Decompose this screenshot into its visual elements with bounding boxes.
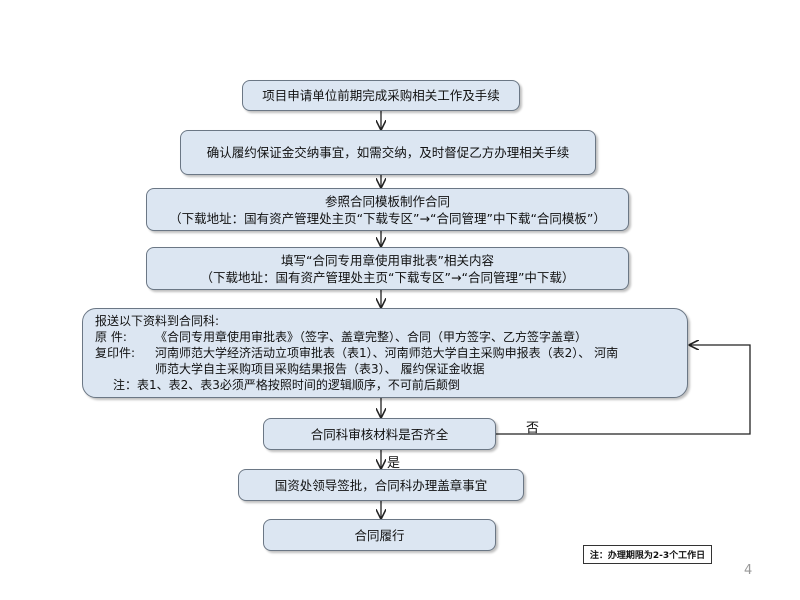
step-text: 项目申请单位前期完成采购相关工作及手续	[262, 88, 500, 103]
loop-back-arrow	[496, 345, 751, 435]
copy-text-2: 师范大学自主采购项目采购结果报告（表3）、 履约保证金收据	[155, 362, 485, 376]
step-8-perform: 合同履行	[263, 519, 496, 551]
step-subtext: （下载地址：国有资产管理处主页“下载专区”→“合同管理”中下载）	[200, 269, 575, 285]
copy-label: 复印件:	[95, 346, 136, 360]
step-2: 确认履约保证金交纳事宜，如需交纳，及时督促乙方办理相关手续	[180, 130, 596, 175]
step-text: 参照合同模板制作合同	[324, 193, 450, 209]
yes-label: 是	[387, 456, 401, 471]
order-note: 注：表1、表2、表3必须严格按照时间的逻辑顺序，不可前后颠倒	[113, 378, 460, 392]
step-text: 合同履行	[354, 527, 405, 543]
no-label: 否	[526, 421, 540, 436]
submit-title: 报送以下资料到合同科:	[95, 314, 220, 328]
step-text: 合同科审核材料是否齐全	[310, 426, 449, 442]
step-text: 填写“合同专用章使用审批表”相关内容	[281, 252, 494, 268]
step-1: 项目申请单位前期完成采购相关工作及手续	[242, 80, 520, 111]
step-5-submit-materials: 报送以下资料到合同科: 原 件: 《合同专用章使用审批表》（签字、盖章完整）、合同…	[82, 308, 688, 398]
page-number: 4	[744, 563, 753, 578]
step-subtext: （下载地址：国有资产管理处主页“下载专区”→“合同管理”中下载“合同模板”）	[169, 210, 606, 226]
step-7-approve: 国资处领导签批，合同科办理盖章事宜	[238, 469, 524, 501]
deadline-note: 注：办理期限为2-3个工作日	[583, 545, 712, 564]
original-text: 《合同专用章使用审批表》（签字、盖章完整）、合同（甲方签字、乙方签字盖章）	[155, 330, 588, 344]
step-text: 确认履约保证金交纳事宜，如需交纳，及时督促乙方办理相关手续	[206, 145, 570, 160]
step-text: 国资处领导签批，合同科办理盖章事宜	[274, 477, 488, 493]
step-6-review: 合同科审核材料是否齐全	[263, 418, 496, 450]
step-3: 参照合同模板制作合同（下载地址：国有资产管理处主页“下载专区”→“合同管理”中下…	[146, 188, 629, 231]
copy-text-1: 河南师范大学经济活动立项审批表（表1）、河南师范大学自主采购申报表（表2）、 河…	[155, 346, 619, 360]
original-label: 原 件:	[95, 330, 127, 344]
step-4: 填写“合同专用章使用审批表”相关内容（下载地址：国有资产管理处主页“下载专区”→…	[146, 247, 629, 290]
